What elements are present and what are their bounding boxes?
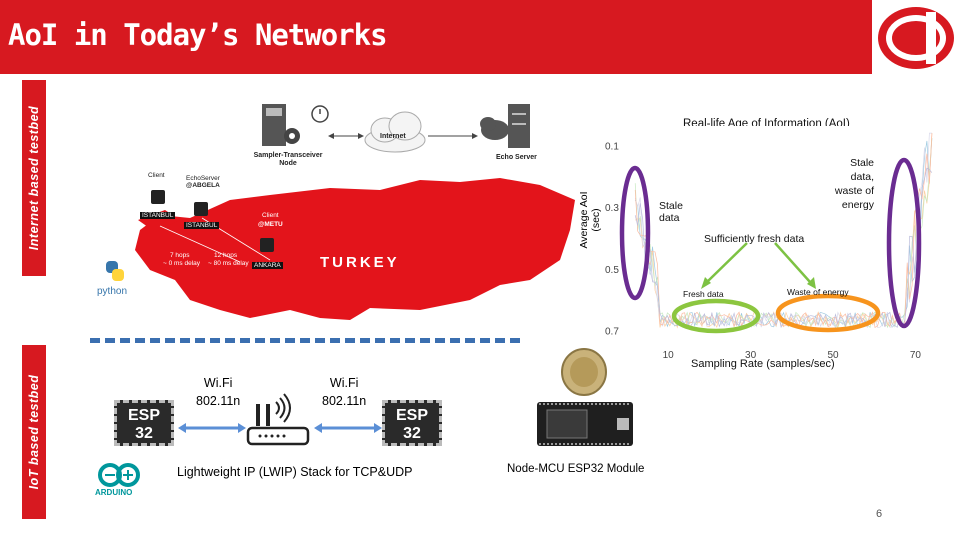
wifi-right-line1: Wi.Fi xyxy=(329,376,359,390)
y-tick-label: 0.1 xyxy=(605,141,619,152)
esp32-right-line2: 32 xyxy=(403,425,421,442)
nodemcu-label: Node-MCU ESP32 Module xyxy=(507,463,645,475)
stale-waste-line4: energy xyxy=(841,199,874,211)
sampler-label: Sampler-Transceiver Node xyxy=(253,152,323,167)
client-metu-icon xyxy=(260,238,274,252)
title-bar xyxy=(0,0,872,74)
python-logo-icon xyxy=(106,261,124,281)
wifi-router-icon xyxy=(246,393,310,446)
iot-testbed-label: IoT based testbed xyxy=(27,374,41,490)
esp32-right-line1: ESP xyxy=(395,407,428,424)
wifi-right-label: Wi.Fi 802.11n xyxy=(322,374,366,410)
stale-waste-annotation: Stale data, waste of energy xyxy=(822,156,874,212)
iot-testbed-tab: IoT based testbed xyxy=(22,345,46,519)
esp32-chip-right: ESP 32 xyxy=(382,400,442,446)
fresh-data-annotation: Fresh data xyxy=(683,289,724,299)
y-ticks: 0.7 0.5 0.3 0.1 xyxy=(605,141,619,337)
client-istanbul-icon xyxy=(151,190,165,204)
page-title: AoI in Today’s Networks xyxy=(8,18,388,52)
stale-waste-line1: Stale xyxy=(850,157,874,169)
wifi-left-line2: 802.11n xyxy=(196,394,241,408)
esp32-left-line2: 32 xyxy=(135,425,153,442)
stale-data-line1: Stale xyxy=(659,200,683,212)
stale-waste-line2: data, xyxy=(850,171,874,183)
esp32-left-line1: ESP xyxy=(127,407,160,424)
python-label: python xyxy=(97,286,128,297)
stale-data-annotation: Stale data xyxy=(659,200,683,224)
page-number: 6 xyxy=(876,508,883,520)
echo-server-icon xyxy=(508,104,530,148)
x-tick-label: 70 xyxy=(910,350,922,360)
x-ticks: 10 30 50 70 xyxy=(663,350,922,360)
arrow-to-fresh xyxy=(706,242,748,283)
delay-80-label: ~ 80 ms delay xyxy=(208,260,249,267)
delay-0-label: ~ 0 ms delay xyxy=(163,260,201,267)
x-tick-label: 50 xyxy=(827,350,839,360)
stale-data-line2: data xyxy=(659,212,680,224)
esp32-chip-left: ESP 32 xyxy=(114,400,174,446)
waste-energy-highlight xyxy=(775,293,881,333)
stale-waste-line3: waste of xyxy=(834,185,874,197)
wifi-right-line2: 802.11n xyxy=(322,394,367,408)
client-metu-label-1: Client xyxy=(262,212,279,219)
stopwatch-icon xyxy=(311,105,329,123)
nodemcu-board-icon xyxy=(537,402,633,446)
y-tick-label: 0.5 xyxy=(605,265,619,276)
cloud-sync-icon xyxy=(480,117,509,140)
fresh-data-highlight xyxy=(671,298,761,334)
echo-server-label: Echo Server xyxy=(496,154,537,161)
internet-label: Internet xyxy=(380,133,406,140)
internet-cloud-icon xyxy=(364,111,426,153)
ankara-label: ANKARA xyxy=(252,262,283,269)
hops-7-label: 7 hops xyxy=(170,252,190,259)
coin-icon xyxy=(561,348,607,396)
internet-testbed-tab: Internet based testbed xyxy=(22,80,46,276)
aoi-scatter-chart: 0.7 0.5 0.3 0.1 10 30 50 70 xyxy=(605,126,942,360)
istanbul-label-2: ISTANBUL xyxy=(184,222,220,229)
wifi-left-label: Wi.Fi 802.11n xyxy=(196,374,240,410)
wifi-left-line1: Wi.Fi xyxy=(203,376,233,390)
istanbul-label-1: ISTANBUL xyxy=(140,212,176,219)
x-tick-label: 10 xyxy=(663,350,675,360)
arduino-label: ARDUINO xyxy=(95,488,133,497)
y-tick-label: 0.3 xyxy=(605,203,619,214)
lwip-stack-label: Lightweight IP (LWIP) Stack for TCP&UDP xyxy=(177,465,413,479)
chart-y-axis-label: Average AoI (sec) xyxy=(570,180,610,260)
x-tick-label: 30 xyxy=(745,350,757,360)
chart-x-axis-label: Sampling Rate (samples/sec) xyxy=(691,358,835,370)
sufficiently-fresh-annotation: Sufficiently fresh data xyxy=(704,233,805,245)
y-tick-label: 0.7 xyxy=(605,327,619,338)
network-topology-diagram xyxy=(262,104,530,153)
client-istanbul-label: Client xyxy=(148,172,165,179)
hops-12-label: 12 hops xyxy=(214,252,238,259)
noise-trace xyxy=(634,133,933,329)
echoserver-abgela-label-2: @ABGELA xyxy=(186,182,220,189)
stale-waste-highlight xyxy=(886,157,922,329)
internet-testbed-label: Internet based testbed xyxy=(27,105,41,251)
echoserver-abgela-label-1: EchoServer xyxy=(186,175,220,182)
university-logo xyxy=(878,7,954,69)
y-label-line1: Average AoI xyxy=(578,191,590,249)
turkey-label: TURKEY xyxy=(320,254,400,271)
arrow-to-waste xyxy=(774,242,811,283)
stale-data-highlight xyxy=(619,165,651,301)
arduino-logo-icon xyxy=(98,463,140,487)
client-metu-label-2: @METU xyxy=(258,221,283,228)
section-divider xyxy=(90,338,520,343)
waste-energy-annotation: Waste of energy xyxy=(787,287,849,297)
istanbul-server-icon xyxy=(194,202,208,216)
noise-trace xyxy=(634,132,932,329)
y-label-line2: (sec) xyxy=(590,208,602,232)
wifi-link-diagram xyxy=(178,393,382,446)
